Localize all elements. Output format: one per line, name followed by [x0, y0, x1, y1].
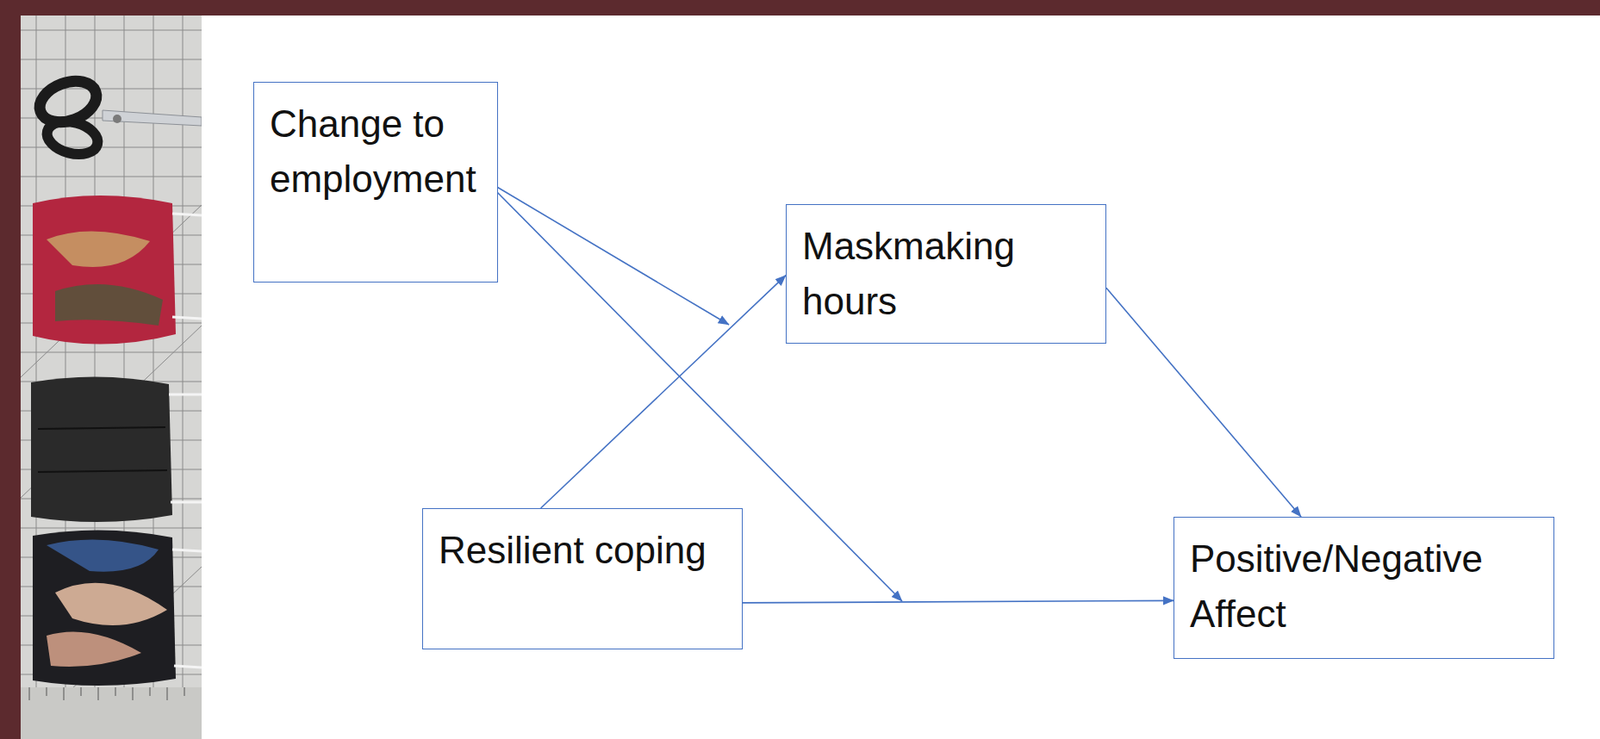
process-box: Change to employment [253, 81, 499, 283]
ruler-strip [20, 687, 202, 739]
process-box: Resilient coping [422, 508, 743, 650]
box-label: Positive/Negative Affect [1189, 531, 1538, 642]
process-box: Maskmaking hours [785, 204, 1107, 344]
moderator-arrow [491, 183, 729, 325]
path-arrow [1106, 287, 1302, 517]
mat-grid [20, 15, 202, 705]
box-label: Maskmaking hours [802, 218, 1090, 330]
ruler-ticks [29, 687, 185, 701]
process-box: Positive/Negative Affect [1173, 516, 1555, 660]
mask-photo [20, 15, 202, 739]
box-label: Resilient coping [438, 522, 727, 579]
box-label: Change to employment [269, 96, 482, 207]
path-arrow [541, 275, 786, 509]
black-mask [31, 376, 202, 523]
scissors [34, 74, 202, 160]
red-mask [32, 195, 202, 345]
cutting-mat [20, 15, 202, 739]
path-arrow [742, 600, 1174, 604]
floral-mask [32, 529, 202, 686]
